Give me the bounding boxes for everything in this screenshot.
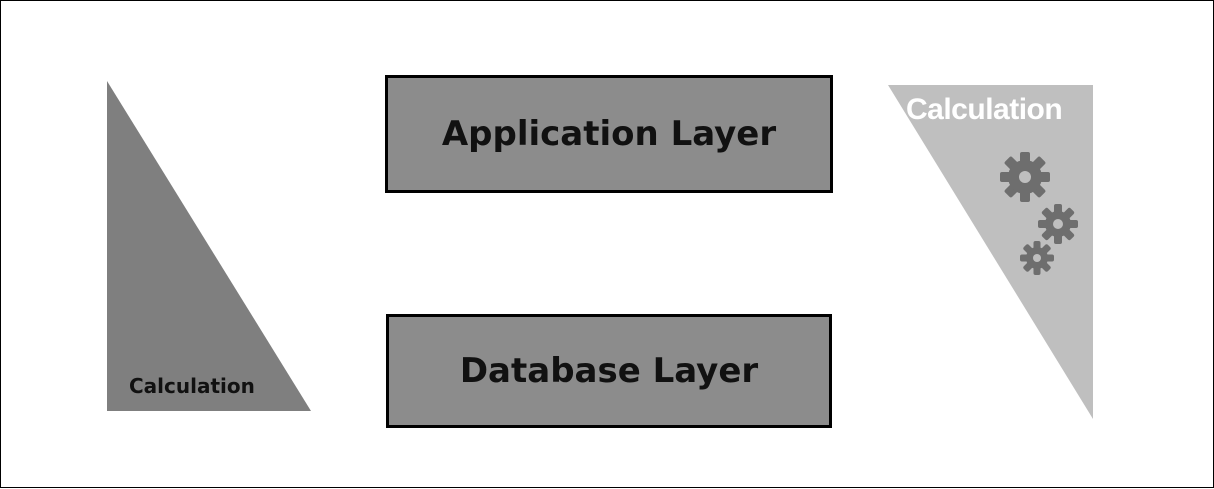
application-layer-label: Application Layer — [441, 114, 777, 154]
database-layer-label: Database Layer — [459, 351, 759, 391]
application-layer-box: Application Layer — [385, 75, 833, 193]
gear-icon — [1000, 152, 1050, 202]
right-triangle-label: Calculation — [906, 93, 1063, 126]
gear-icon — [1020, 241, 1054, 275]
database-layer-box: Database Layer — [386, 314, 832, 428]
left-triangle-label: Calculation — [129, 374, 255, 398]
gear-icon — [1038, 204, 1078, 244]
